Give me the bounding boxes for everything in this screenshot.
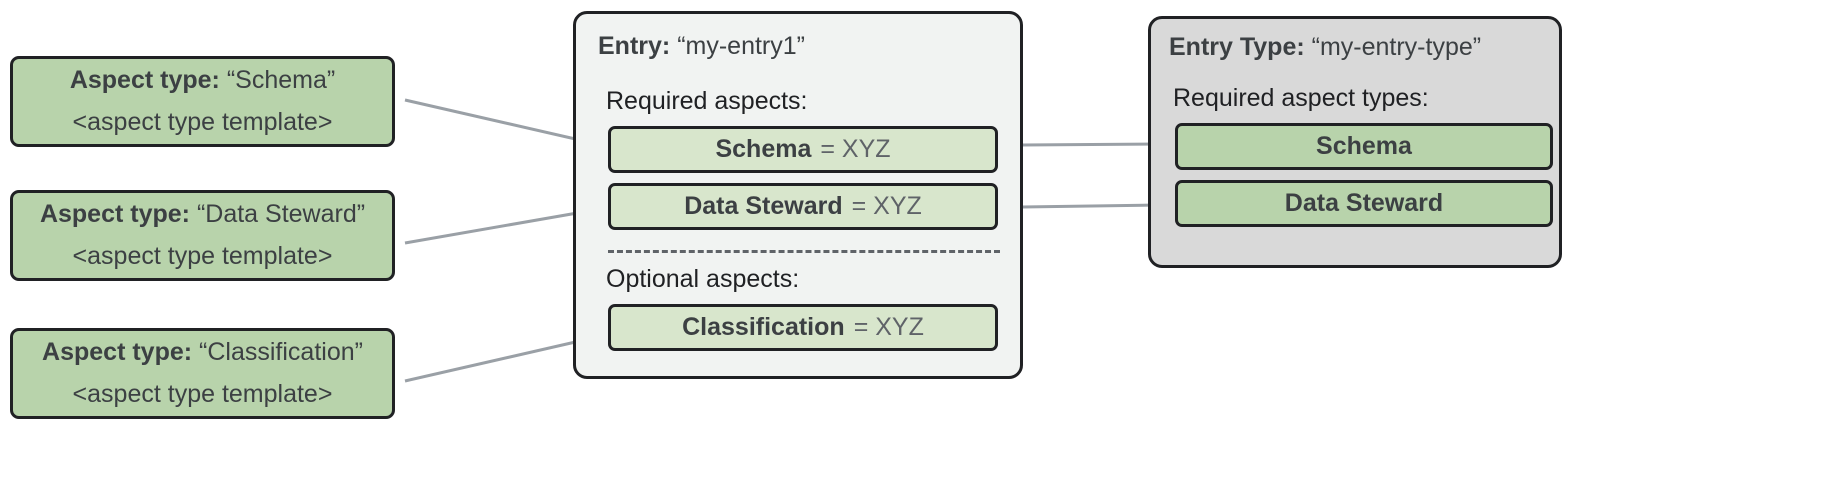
aspect-type-name: “Data Steward” bbox=[196, 200, 366, 228]
entry-aspect-schema-value: = XYZ bbox=[820, 135, 891, 163]
aspect-type-label: Aspect type: bbox=[42, 338, 193, 366]
entry-required-aspects-label: Required aspects: bbox=[606, 87, 808, 115]
entry-label: Entry: bbox=[598, 32, 671, 60]
aspect-type-name: “Schema” bbox=[226, 66, 336, 94]
entry-aspect-classification[interactable]: Classification = XYZ bbox=[608, 304, 998, 351]
entry-aspect-data-steward[interactable]: Data Steward = XYZ bbox=[608, 183, 998, 230]
entry-type-panel-title: Entry Type: “my-entry-type” bbox=[1169, 33, 1541, 62]
aspect-type-card-data-steward[interactable]: Aspect type: “Data Steward” <aspect type… bbox=[10, 190, 395, 281]
entry-aspect-data-steward-name: Data Steward bbox=[684, 192, 843, 220]
entry-aspect-data-steward-value: = XYZ bbox=[851, 192, 922, 220]
entry-panel-title: Entry: “my-entry1” bbox=[598, 32, 998, 61]
entry-aspect-classification-name: Classification bbox=[682, 313, 845, 341]
entry-section-divider bbox=[608, 250, 1000, 253]
aspect-type-name: “Classification” bbox=[199, 338, 363, 366]
aspect-type-card-schema-template: <aspect type template> bbox=[72, 107, 333, 136]
entry-type-name: “my-entry-type” bbox=[1311, 33, 1482, 61]
aspect-type-card-data-steward-template: <aspect type template> bbox=[72, 241, 333, 270]
entry-aspect-schema[interactable]: Schema = XYZ bbox=[608, 126, 998, 173]
aspect-type-card-schema-title: Aspect type: “Schema” bbox=[69, 66, 336, 95]
aspect-type-label: Aspect type: bbox=[39, 200, 190, 228]
aspect-type-card-classification-template: <aspect type template> bbox=[72, 379, 333, 408]
entry-name: “my-entry1” bbox=[677, 32, 805, 60]
aspect-type-label: Aspect type: bbox=[69, 66, 220, 94]
aspect-type-card-classification-title: Aspect type: “Classification” bbox=[42, 338, 363, 367]
entry-type-panel[interactable]: Entry Type: “my-entry-type” Required asp… bbox=[1148, 16, 1562, 268]
entry-panel[interactable]: Entry: “my-entry1” Required aspects: Sch… bbox=[573, 11, 1023, 379]
entry-aspect-classification-value: = XYZ bbox=[853, 313, 924, 341]
connector-entry-schema-to-type-schema bbox=[1021, 142, 1158, 147]
entry-type-aspect-schema[interactable]: Schema bbox=[1175, 123, 1553, 170]
aspect-type-card-classification[interactable]: Aspect type: “Classification” <aspect ty… bbox=[10, 328, 395, 419]
entry-type-required-label: Required aspect types: bbox=[1173, 84, 1429, 112]
aspect-type-card-schema[interactable]: Aspect type: “Schema” <aspect type templ… bbox=[10, 56, 395, 147]
entry-optional-aspects-label: Optional aspects: bbox=[606, 265, 800, 293]
aspect-type-card-data-steward-title: Aspect type: “Data Steward” bbox=[39, 200, 366, 229]
connector-entry-datasteward-to-type-datasteward bbox=[1021, 203, 1158, 209]
entry-type-label: Entry Type: bbox=[1169, 33, 1305, 61]
entry-type-aspect-data-steward[interactable]: Data Steward bbox=[1175, 180, 1553, 227]
entry-aspect-schema-name: Schema bbox=[715, 135, 812, 163]
